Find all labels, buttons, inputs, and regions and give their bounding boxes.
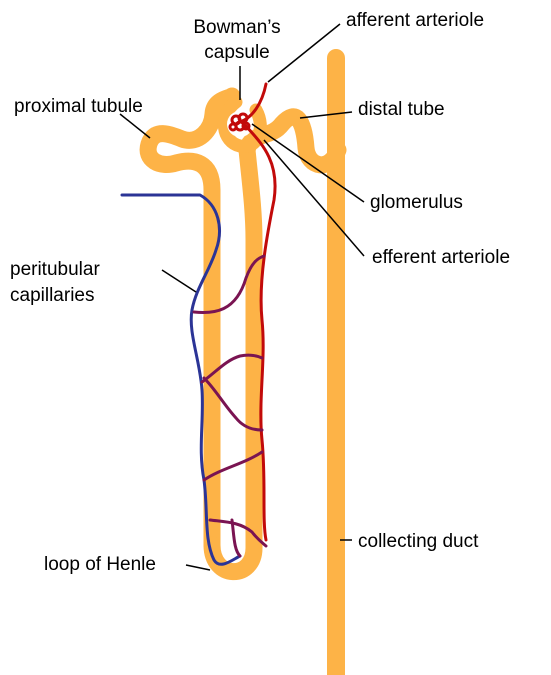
label-efferent-arteriole: efferent arteriole — [372, 247, 510, 268]
peritubular-vein — [122, 195, 240, 564]
label-bowmans-capsule-line1: Bowman’s — [193, 17, 280, 38]
label-loop-of-henle: loop of Henle — [44, 554, 156, 575]
label-afferent-arteriole: afferent arteriole — [346, 10, 484, 31]
leader-loop-of-henle — [186, 565, 210, 570]
label-collecting-duct: collecting duct — [358, 531, 479, 552]
leader-peritubular-capillaries — [162, 270, 196, 292]
label-proximal-tubule: proximal tubule — [14, 96, 143, 117]
leader-proximal-tubule — [120, 114, 150, 138]
label-bowmans-capsule-line2: capsule — [204, 42, 270, 63]
label-peritubular-line1: peritubular — [10, 259, 100, 280]
label-glomerulus: glomerulus — [370, 192, 463, 213]
label-distal-tube: distal tube — [358, 99, 445, 120]
label-peritubular-line2: capillaries — [10, 285, 94, 306]
